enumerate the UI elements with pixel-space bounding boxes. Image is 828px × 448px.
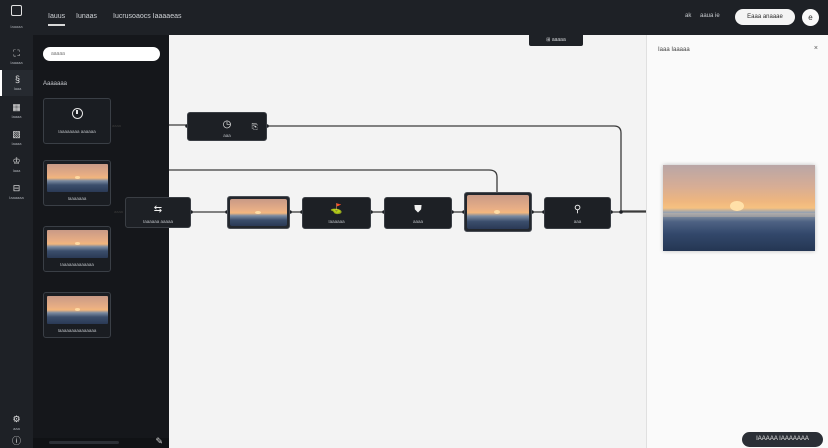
zoom-value[interactable]: aaua ie bbox=[700, 13, 720, 19]
rail-info[interactable]: ⓘ bbox=[0, 434, 33, 448]
search-icon: ⚲ bbox=[573, 204, 582, 215]
app-logo-icon[interactable] bbox=[11, 5, 22, 16]
grid-icon: ▦ bbox=[12, 102, 21, 112]
node-canvas[interactable]: ⊞ aaaaa aaaa aaaa ◷ aaa ⎘ ⇆ Iaaaaaa aaaa… bbox=[112, 35, 646, 448]
rail-item-4[interactable]: ♔ Iaaa bbox=[0, 152, 33, 178]
node-label: aaaa bbox=[412, 219, 423, 224]
library-card-3[interactable]: Iaaaaaaaaaaaaaaa bbox=[43, 292, 111, 338]
node-image-input[interactable] bbox=[227, 196, 290, 229]
image-icon: ▧ bbox=[12, 129, 21, 139]
rail-item-label: Iaaaa bbox=[11, 141, 22, 146]
node-filter[interactable]: ⛳ Iaaaaaa bbox=[302, 197, 371, 229]
layers-icon: ⊟ bbox=[12, 183, 21, 193]
port-label: aaaa bbox=[112, 123, 121, 128]
clock-icon: ◷ bbox=[222, 119, 232, 130]
sunset-thumbnail bbox=[47, 230, 108, 258]
preview-title: Iaaa Iaaaaa bbox=[658, 47, 690, 53]
port-label: aaaa bbox=[114, 209, 123, 214]
sunset-thumbnail bbox=[47, 296, 108, 324]
rail-item-label: aaa bbox=[13, 426, 20, 431]
rail-item-2[interactable]: ▦ Iaaaa bbox=[0, 98, 33, 124]
timer-icon bbox=[72, 108, 83, 119]
sunset-thumbnail bbox=[230, 199, 287, 226]
gear-icon: ⚙ bbox=[12, 414, 21, 424]
clipboard-icon: ⎘ bbox=[251, 122, 258, 131]
node-label: Iaaaaaa aaaaa bbox=[142, 219, 174, 224]
card-label: Iaaaaaaaaaaaaa bbox=[60, 262, 94, 267]
swap-icon: ⇆ bbox=[153, 204, 163, 215]
library-card-1[interactable]: Iaaaaaaa bbox=[43, 160, 111, 206]
primary-action-button[interactable]: Eaaa anaaae bbox=[735, 9, 795, 25]
rail-item-0[interactable]: ⛶ Iaaaaa bbox=[0, 44, 33, 70]
card-label: Iaaaaaaaa aaaaaa bbox=[58, 129, 96, 134]
rail-item-1[interactable]: § Iaaa bbox=[0, 70, 33, 96]
crown-icon: ♔ bbox=[12, 156, 21, 166]
rail-item-3[interactable]: ▧ Iaaaa bbox=[0, 125, 33, 151]
info-icon: ⓘ bbox=[11, 436, 21, 446]
rail-settings[interactable]: ⚙ aaa bbox=[0, 410, 33, 436]
fullscreen-icon: ⛶ bbox=[13, 48, 20, 58]
section-icon: § bbox=[14, 74, 20, 84]
tab-0[interactable]: Iauus bbox=[48, 13, 66, 26]
card-label: Iaaaaaaaaaaaaaaa bbox=[57, 328, 97, 333]
rail-item-label: Iaaaaa bbox=[10, 60, 23, 65]
library-panel: Aaaaaaa Iaaaaaaaa aaaaaa Iaaaaaaa Iaaaaa… bbox=[33, 35, 169, 448]
node-image-result[interactable] bbox=[464, 192, 532, 232]
top-bar: Iauus Iunaas Iucrusoaocs Iaaaaeas ak aau… bbox=[0, 0, 828, 35]
panel-footer: ✎ bbox=[33, 436, 169, 448]
rail-item-5[interactable]: ⊟ Iaaaaaa bbox=[0, 179, 33, 205]
rail-item-label: Iaaaa bbox=[11, 114, 22, 119]
wire-top-to-n6 bbox=[169, 169, 498, 192]
rail-item-label: Iaaaaaa bbox=[9, 195, 24, 200]
node-label: Iaaaaaa bbox=[328, 219, 345, 224]
pencil-icon[interactable]: ✎ bbox=[155, 436, 163, 446]
library-card-2[interactable]: Iaaaaaaaaaaaaa bbox=[43, 226, 111, 272]
preview-image bbox=[663, 165, 815, 251]
section-title: Aaaaaaa bbox=[43, 81, 68, 87]
shield-icon: ⛊ bbox=[414, 204, 422, 215]
sunset-thumbnail bbox=[47, 164, 108, 192]
connection-wires bbox=[169, 124, 646, 214]
tab-1[interactable]: Iunaas bbox=[76, 13, 98, 20]
node-label: aaa bbox=[223, 133, 231, 138]
node-type[interactable]: ⛊ aaaa bbox=[384, 197, 452, 229]
flag-icon: ⛳ bbox=[330, 204, 343, 215]
card-label: Iaaaaaaa bbox=[67, 196, 87, 201]
logo-label: Iaaaaa bbox=[10, 24, 23, 29]
zoom-label[interactable]: ak bbox=[685, 13, 692, 19]
preview-panel: Iaaa Iaaaaa × IAAAAA IAAAAAAA bbox=[646, 35, 828, 448]
icon-rail: Iaaaaa ⛶ Iaaaaa § Iaaa ▦ Iaaaa ▧ Iaaaa ♔… bbox=[0, 0, 33, 448]
wire-n1-to-output bbox=[267, 125, 646, 212]
sunset-thumbnail bbox=[467, 195, 529, 229]
search-input[interactable] bbox=[43, 47, 160, 61]
node-label: aaa bbox=[573, 219, 582, 224]
wire-lib-to-n1 bbox=[169, 124, 188, 127]
node-transform[interactable]: ⇆ Iaaaaaa aaaaa bbox=[125, 197, 191, 228]
canvas-tool-chip[interactable]: ⊞ aaaaa bbox=[529, 35, 583, 46]
user-avatar[interactable]: e bbox=[802, 9, 819, 26]
tab-2[interactable]: Iucrusoaocs Iaaaaeas bbox=[113, 13, 182, 20]
library-card-0[interactable]: Iaaaaaaaa aaaaaa bbox=[43, 98, 111, 144]
export-button[interactable]: IAAAAA IAAAAAAA bbox=[742, 432, 823, 447]
close-icon[interactable]: × bbox=[813, 45, 818, 52]
rail-item-label: Iaaa bbox=[13, 86, 22, 91]
horizontal-scrollbar[interactable] bbox=[49, 441, 119, 444]
rail-item-label: Iaaa bbox=[12, 168, 21, 173]
node-timer[interactable]: ◷ aaa ⎘ bbox=[187, 112, 267, 141]
node-pick[interactable]: ⚲ aaa bbox=[544, 197, 611, 229]
